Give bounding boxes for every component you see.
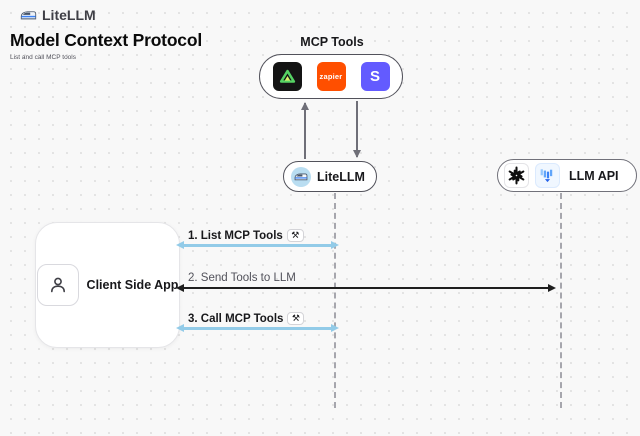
message-1-arrow — [176, 241, 339, 250]
arrowhead-left — [176, 241, 184, 250]
message-2-arrow — [176, 284, 556, 292]
mcp-tools-label: MCP Tools — [300, 35, 364, 49]
train-icon — [294, 173, 308, 180]
litellm-node: LiteLLM — [283, 161, 377, 192]
arrowhead-left — [176, 324, 184, 333]
page-subtitle: List and call MCP tools — [10, 54, 76, 61]
arrowhead-left — [176, 284, 184, 292]
delta-tool-icon — [272, 62, 302, 91]
message-3-label: 3. Call MCP Tools ⚒ — [188, 312, 305, 325]
arrowhead-right — [331, 324, 339, 333]
s-tool-icon: S — [360, 62, 390, 91]
message-3-arrow — [176, 324, 339, 333]
litellm-avatar — [291, 166, 311, 187]
client-side-app-node: Client Side App — [35, 222, 180, 348]
pixel-provider-glyph — [540, 169, 553, 183]
tools-badge-icon: ⚒ — [286, 229, 304, 242]
message-1-text: 1. List MCP Tools — [188, 229, 283, 242]
tools-badge-icon: ⚒ — [287, 312, 305, 325]
message-2-text: 2. Send Tools to LLM — [188, 272, 296, 284]
arrowhead-right — [548, 284, 556, 292]
llm-api-node-label: LLM API — [569, 168, 619, 183]
arrowhead-down — [352, 150, 361, 158]
arrow-litellm-to-mcp — [300, 102, 309, 159]
arrowhead-up — [300, 102, 309, 110]
pixel-provider-icon — [535, 163, 560, 188]
llm-api-lifeline — [560, 193, 562, 408]
brand-logo: LiteLLM — [20, 7, 96, 23]
person-glyph — [50, 277, 65, 293]
message-1-label: 1. List MCP Tools ⚒ — [188, 229, 304, 242]
train-icon — [20, 10, 37, 19]
arrow-mcp-to-litellm — [352, 101, 361, 158]
litellm-lifeline — [334, 193, 336, 408]
green-triangle-icon — [279, 69, 295, 83]
person-icon — [36, 264, 79, 306]
llm-api-node: LLM API — [497, 159, 637, 192]
mcp-tools-group: zapier S — [259, 54, 403, 99]
litellm-node-label: LiteLLM — [317, 169, 365, 184]
client-node-label: Client Side App — [86, 278, 179, 292]
message-3-text: 3. Call MCP Tools — [188, 312, 284, 325]
openai-icon — [504, 163, 529, 188]
arrowhead-right — [331, 241, 339, 250]
message-2-label: 2. Send Tools to LLM — [188, 272, 296, 284]
brand-name: LiteLLM — [42, 7, 96, 23]
page-title: Model Context Protocol — [10, 30, 202, 50]
zapier-tool-icon: zapier — [316, 62, 346, 91]
openai-logo-glyph — [508, 166, 525, 185]
